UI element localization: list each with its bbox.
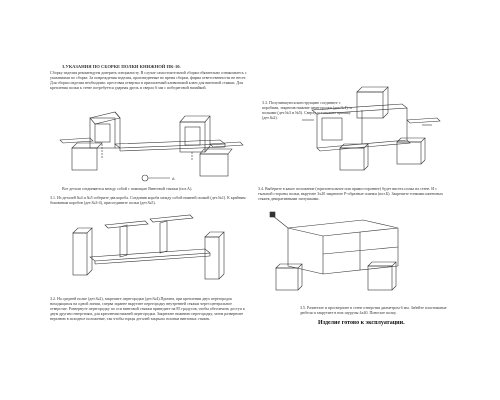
figure-exploded-shelf: А xyxy=(59,111,244,182)
figure-step-3-3 xyxy=(302,86,441,171)
step-3-5-text: 3.5. Разметьте и просверлите в стене отв… xyxy=(300,305,447,315)
step-3-1-text: 3.1. Из деталей №4 и №5 соберите два кор… xyxy=(50,195,246,205)
step-3-4-text: 3.4. Выберите в какое положение (горизон… xyxy=(258,186,443,201)
figure-finished-shelf xyxy=(269,211,399,291)
step-3-2-text: 3.2. На средней полке (дет.№2), закрепит… xyxy=(50,296,245,321)
left-title: 3.УКАЗАНИЯ ПО СБОРКЕ ПОЛКИ КНИЖНОЙ ПК-10… xyxy=(62,64,181,69)
final-statement: Изделие готово к эксплуатации. xyxy=(318,320,405,326)
figure-step-3-1 xyxy=(72,214,225,280)
fig1-caption: Все детали соединяются между собой с пом… xyxy=(62,186,193,191)
step-3-3-text: 3.3. Получившуюся конструкцию соедините … xyxy=(262,100,352,120)
left-intro: Сборку изделия рекомендуем доверить спец… xyxy=(50,70,247,90)
part-label-a: А xyxy=(172,177,175,181)
